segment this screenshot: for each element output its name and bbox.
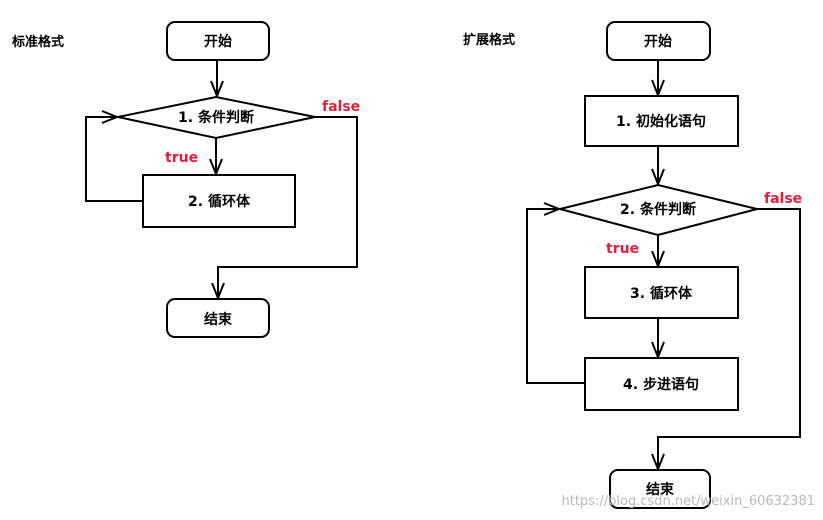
body-node-left-label: 2. 循环体 — [188, 193, 251, 210]
step-node-right-label: 4. 步进语句 — [623, 376, 699, 393]
extended-format-title: 扩展格式 — [463, 32, 515, 48]
init-node-right-label: 1. 初始化语句 — [616, 113, 706, 130]
end-node-right-label: 结束 — [646, 481, 675, 498]
condition-node-left-label: 1. 条件判断 — [178, 109, 254, 126]
edge-loop-back-left — [85, 117, 143, 202]
true-label-right: true — [606, 241, 639, 257]
standard-format-title: 标准格式 — [11, 34, 64, 50]
end-node-right — [609, 469, 711, 509]
true-label-left: true — [165, 150, 198, 166]
end-node-left — [166, 298, 270, 338]
step-node-right — [584, 357, 739, 411]
end-node-left-label: 结束 — [204, 311, 233, 328]
init-node-right — [584, 95, 739, 147]
false-label-right: false — [764, 191, 802, 207]
watermark-text: https://blog.csdn.net/weixin_60632381 — [561, 494, 815, 509]
standard-format-diagram: 标准格式 开始 1. 条件判断 true 2. 循环体 false 结束 — [11, 21, 360, 338]
edge-loop-back-right — [526, 209, 585, 384]
false-label-left: false — [322, 99, 360, 115]
extended-format-diagram: 扩展格式 开始 1. 初始化语句 2. 条件判断 true 3. 循环体 4. … — [463, 21, 802, 509]
start-node-left-label: 开始 — [204, 33, 232, 50]
body-node-right — [584, 266, 739, 319]
condition-node-right-label: 2. 条件判断 — [620, 201, 696, 218]
edge-false-to-end-right — [658, 208, 801, 469]
body-node-right-label: 3. 循环体 — [630, 285, 693, 302]
edge-false-to-end-left — [218, 116, 358, 298]
start-node-right-label: 开始 — [644, 33, 672, 50]
